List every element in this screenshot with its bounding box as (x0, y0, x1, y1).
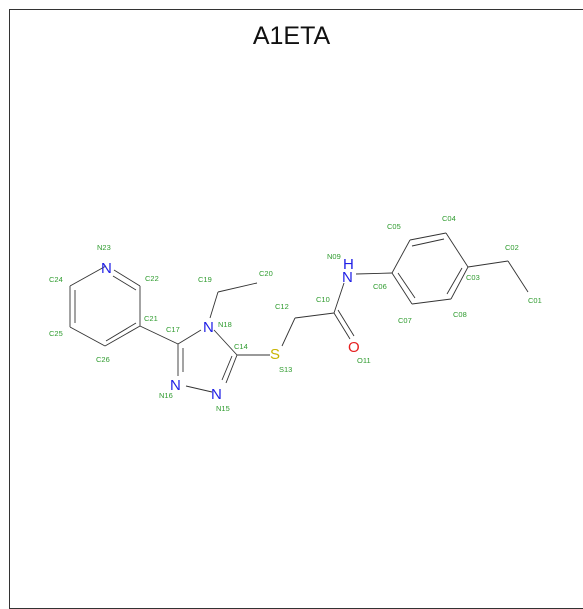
atom-id: O11 (357, 356, 371, 365)
atom-id: C08 (453, 310, 467, 319)
bond (333, 312, 351, 340)
structure-frame (9, 9, 583, 609)
bond (446, 267, 463, 295)
bond (185, 385, 213, 393)
atom-id: C20 (259, 269, 273, 278)
bond (225, 354, 238, 384)
bond (411, 298, 452, 305)
bond (112, 275, 137, 291)
bond (391, 272, 413, 305)
atom-n18: N (203, 319, 214, 336)
atom-id: C19 (198, 275, 212, 284)
bond (411, 238, 445, 247)
heteroatom-labels: N N N N S O H N (101, 256, 360, 403)
atom-id: N09 (327, 252, 341, 261)
bond (213, 329, 238, 356)
atom-id: N15 (216, 404, 230, 413)
bond (69, 326, 106, 347)
bond (221, 355, 233, 381)
molecule-diagram: N N N N S O H N N23 C22 C24 C21 C25 C26 … (49, 214, 542, 413)
atom-id: C24 (49, 275, 63, 284)
atom-n16: N (170, 377, 181, 394)
bond (507, 260, 529, 293)
atom-id: C14 (234, 342, 248, 351)
atom-id: N23 (97, 243, 111, 252)
bond (467, 260, 509, 268)
atom-o11: O (348, 339, 360, 356)
atom-id: C22 (145, 274, 159, 283)
bonds (69, 232, 529, 393)
bond (445, 232, 469, 268)
bond (105, 322, 137, 342)
atom-id: C21 (144, 314, 158, 323)
atom-id: S13 (279, 365, 292, 374)
atom-n09: N (342, 269, 353, 286)
bond (294, 312, 335, 319)
atom-id-labels: N23 C22 C24 C21 C25 C26 C17 N18 C19 C20 … (49, 214, 542, 413)
bond (337, 309, 355, 337)
atom-n23: N (101, 260, 112, 277)
bond (104, 325, 141, 347)
atom-id: C17 (166, 325, 180, 334)
bond (69, 265, 107, 287)
atom-n15: N (211, 386, 222, 403)
bond (209, 291, 219, 319)
bond (139, 325, 179, 345)
atom-id: C05 (387, 222, 401, 231)
atom-id: C10 (316, 295, 330, 304)
atom-id: C12 (275, 302, 289, 311)
bond (355, 272, 393, 275)
atom-id: C04 (442, 214, 456, 223)
atom-id: C01 (528, 296, 542, 305)
atom-id: C26 (96, 355, 110, 364)
atom-id: C03 (466, 273, 480, 282)
bond (409, 232, 447, 241)
bond (391, 239, 411, 274)
bond (450, 266, 469, 300)
molecule-title: A1ETA (252, 22, 331, 50)
atom-id: C06 (373, 282, 387, 291)
atom-id: C07 (398, 316, 412, 325)
bond (397, 272, 416, 299)
bond (113, 269, 141, 287)
atom-id: C02 (505, 243, 519, 252)
bond (177, 329, 202, 345)
bond (281, 317, 296, 347)
atom-s13: S (270, 346, 280, 363)
bond (217, 282, 258, 293)
atom-h09: H (343, 256, 354, 273)
atom-id: C25 (49, 329, 63, 338)
atom-id: N18 (218, 320, 232, 329)
atom-id: N16 (159, 391, 173, 400)
bond (333, 282, 345, 314)
